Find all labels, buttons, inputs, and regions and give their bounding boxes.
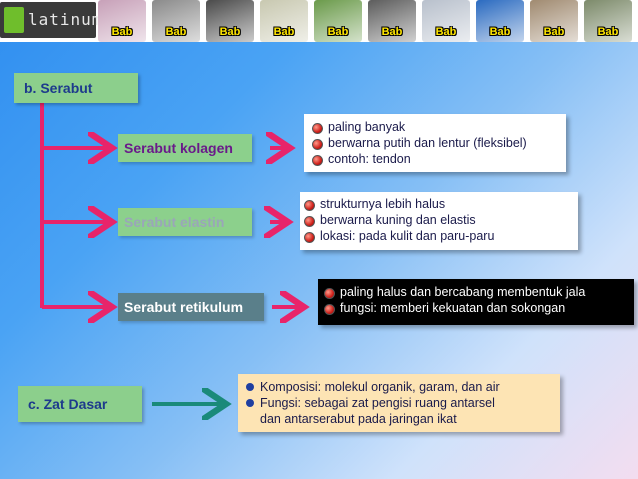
list-item: berwarna putih dan lentur (fleksibel) [312,135,558,151]
list-item: strukturnya lebih halus [304,196,574,212]
tab-thumbnail-icon [98,0,146,42]
fiber-label-kolagen: Serabut kolagen [118,134,252,162]
tab-bab-8[interactable]: Bab [476,0,524,42]
list-item: paling halus dan bercabang membentuk jal… [324,284,630,300]
tab-bab-7[interactable]: Bab [422,0,470,42]
tab-label: Bab [219,26,241,38]
tab-bab-1[interactable]: Bab [98,0,146,42]
list-item: lokasi: pada kulit dan paru-paru [304,228,574,244]
tab-thumbnail-icon [422,0,470,42]
tab-thumbnail-icon [314,0,362,42]
tab-bab-2[interactable]: Bab [152,0,200,42]
logo-mark-icon [4,7,24,33]
tab-label: Bab [165,26,187,38]
info-box-zat-dasar: Komposisi: molekul organik, garam, dan a… [238,374,560,432]
section-c-label: c. Zat Dasar [18,386,142,422]
fiber-name: Serabut kolagen [124,140,233,156]
list-item: berwarna kuning dan elastis [304,212,574,228]
list-item-continuation: dan antarserabut pada jaringan ikat [260,412,457,426]
section-b-label: b. Serabut [14,73,138,103]
tab-thumbnail-icon [206,0,254,42]
logo-text: latinum [28,10,103,29]
tab-thumbnail-icon [152,0,200,42]
tab-thumbnail-icon [584,0,632,42]
tab-label: Bab [111,26,133,38]
fiber-name: Serabut retikulum [124,299,244,315]
tab-bab-6[interactable]: Bab [368,0,416,42]
fiber-name: Serabut elastin [124,214,225,230]
tab-bab-9[interactable]: Bab [530,0,578,42]
list-item: Fungsi: sebagai zat pengisi ruang antars… [244,395,554,411]
list-item: contoh: tendon [312,151,558,167]
tab-bab-3[interactable]: Bab [206,0,254,42]
tab-bab-4[interactable]: Bab [260,0,308,42]
info-box-kolagen: paling banyak berwarna putih dan lentur … [304,114,566,172]
tab-label: Bab [597,26,619,38]
logo: latinum [0,2,101,38]
list-item: paling banyak [312,119,558,135]
tab-label: Bab [435,26,457,38]
tab-thumbnail-icon [368,0,416,42]
tab-bab-10[interactable]: Bab [584,0,632,42]
tab-thumbnail-icon [530,0,578,42]
tab-label: Bab [381,26,403,38]
top-navigation-bar: latinum Bab Bab Bab Bab Bab Bab Bab Bab Bab Bab [0,0,638,42]
fiber-label-elastin: Serabut elastin [118,208,252,236]
info-box-retikulum: paling halus dan bercabang membentuk jal… [318,279,634,325]
tab-label: Bab [327,26,349,38]
list-item: fungsi: memberi kekuatan dan sokongan [324,300,630,316]
fiber-label-retikulum: Serabut retikulum [118,293,264,321]
tab-label: Bab [543,26,565,38]
info-box-elastin: strukturnya lebih halus berwarna kuning … [300,192,578,250]
tab-thumbnail-icon [476,0,524,42]
tab-thumbnail-icon [260,0,308,42]
tab-bab-5[interactable]: Bab [314,0,362,42]
tab-label: Bab [273,26,295,38]
tab-label: Bab [489,26,511,38]
list-item: Komposisi: molekul organik, garam, dan a… [244,379,554,395]
